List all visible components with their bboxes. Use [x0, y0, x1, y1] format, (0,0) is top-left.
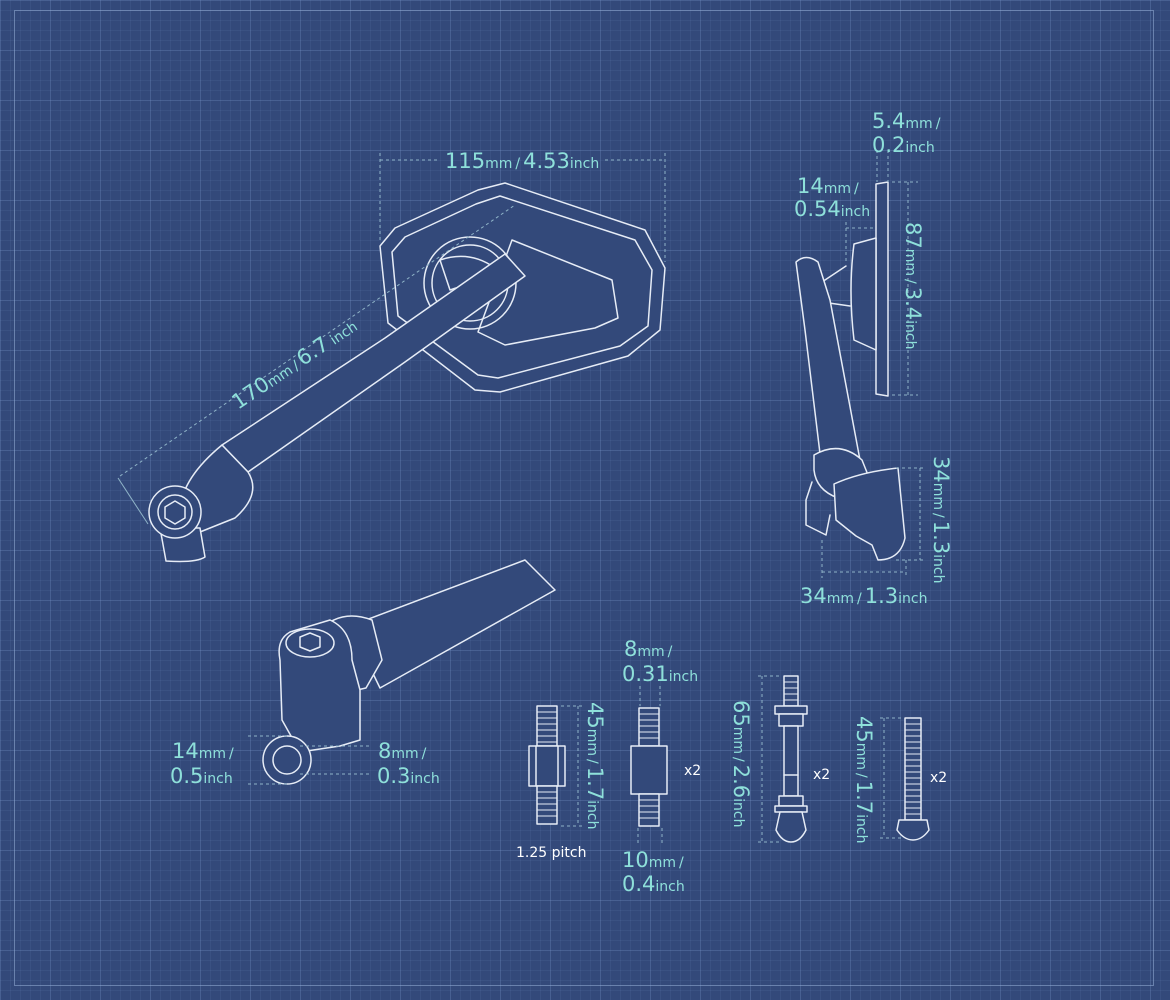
- bolt-a-threads-bottom: [537, 791, 557, 817]
- label-bolt-b-width-2: 0.31inch: [622, 662, 698, 686]
- arm-pivot-inner: [157, 494, 193, 530]
- arm-pivot-outer: [148, 485, 202, 539]
- bolt-b-threads-top: [639, 713, 659, 739]
- label-bolt-b-width-1: 8mm/: [624, 637, 673, 661]
- bolt-c-shaft: [783, 725, 799, 797]
- label-bolt-a: 45mm/1.7inch: [583, 702, 607, 829]
- detail-clamp-ring-inner: [272, 745, 302, 775]
- mirror-inner-rim: [391, 195, 653, 379]
- label-mirror-height: 87mm/3.4inch: [901, 222, 925, 349]
- label-clamp-outer-1: 14mm/: [172, 739, 234, 763]
- bolt-d-threads: [905, 723, 921, 815]
- side-clamp-tab: [805, 481, 831, 536]
- bolt-c-nut-3: [778, 795, 804, 807]
- bolt-c-cap: [775, 811, 807, 843]
- bolt-c-nut-1: [774, 705, 808, 715]
- hex-bolt-icon: [164, 500, 186, 525]
- detail-bolt-head: [285, 628, 335, 658]
- clamp-detail-view: [248, 559, 556, 785]
- label-qty-b: x2: [684, 763, 701, 779]
- label-glass-thickness-1: 5.4mm/: [872, 109, 941, 133]
- label-qty-c: x2: [813, 767, 830, 783]
- label-clamp-height: 34mm/1.3inch: [929, 456, 953, 583]
- side-view-mirror: [795, 150, 924, 578]
- bolt-b-nut: [630, 745, 668, 795]
- label-bolt-d: 45mm/1.7inch: [852, 716, 876, 843]
- detail-clamp-ring-outer: [262, 735, 312, 785]
- detail-arm: [349, 559, 556, 689]
- label-clamp-hole-2: 0.3inch: [377, 764, 440, 788]
- bolt-a-threads-top: [537, 711, 557, 743]
- label-qty-d: x2: [930, 770, 947, 786]
- bolt-b-thread-bottom: [638, 793, 660, 827]
- label-mirror-width: 115mm/4.53inch: [445, 149, 599, 173]
- label-clamp-outer-2: 0.5inch: [170, 764, 233, 788]
- bolt-d-shaft: [904, 717, 922, 821]
- bolt-a-thread-bottom: [536, 785, 558, 825]
- side-mirror-mount: [850, 237, 877, 351]
- bolt-c: [758, 675, 808, 843]
- side-clamp-block: [833, 467, 906, 561]
- bolt-a: [528, 705, 582, 827]
- dim-line-arm: [119, 204, 516, 477]
- bolt-c-nut-2: [778, 713, 804, 727]
- label-clamp-width: 34mm/1.3inch: [800, 584, 927, 608]
- label-bolt-b-thread-2: 0.4inch: [622, 872, 685, 896]
- mirror-outer-shell: [379, 182, 666, 393]
- bolt-b-threads-bottom: [639, 799, 659, 819]
- bolt-c-washer: [774, 805, 808, 813]
- bolt-a-nut: [528, 745, 566, 787]
- label-bolt-c: 65mm/2.6inch: [729, 700, 753, 827]
- label-glass-thickness-2: 0.2inch: [872, 133, 935, 157]
- label-bolt-b-thread-1: 10mm/: [622, 848, 684, 872]
- bolt-d-head: [896, 819, 930, 841]
- bolt-b: [630, 686, 668, 846]
- label-clamp-hole-1: 8mm/: [378, 739, 427, 763]
- mirror-glass-facet: [477, 239, 619, 346]
- bolt-d: [880, 717, 930, 841]
- label-mount-depth-1: 14mm/: [797, 174, 859, 198]
- blueprint-frame: [14, 10, 1154, 986]
- label-pitch: 1.25 pitch: [516, 845, 586, 861]
- bolt-c-threads-top: [784, 681, 798, 701]
- dim-tick-arm: [117, 477, 149, 525]
- detail-hex-icon: [299, 632, 321, 652]
- front-view-mirror: [117, 153, 666, 563]
- label-mount-depth-2: 0.54inch: [794, 197, 870, 221]
- side-mirror-glass: [875, 181, 889, 397]
- bolt-c-thread-top: [783, 675, 799, 707]
